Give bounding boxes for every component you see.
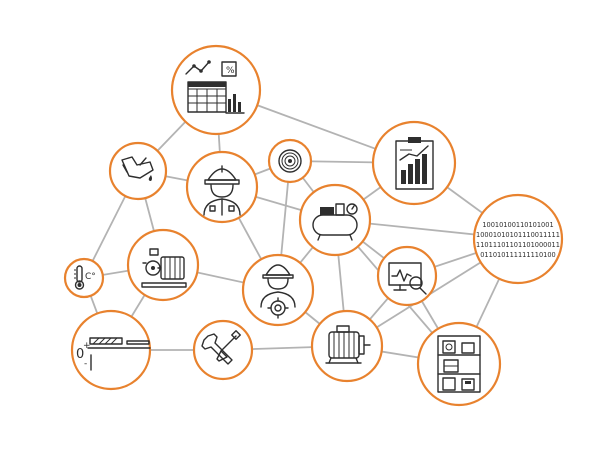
binary-line: 011010111111110100	[480, 251, 556, 259]
node-monitor	[376, 245, 438, 307]
node-sensor-dial	[267, 138, 313, 184]
node-temperature: C°	[63, 257, 105, 299]
node-engineer	[241, 253, 315, 327]
node-oil-can	[108, 141, 168, 201]
node-measurement: 0 + -	[70, 309, 152, 391]
node-binary-data: 10010100110101001 10001010101110011111 1…	[472, 193, 564, 285]
node-tools	[192, 319, 254, 381]
worker-helmet-icon	[203, 165, 241, 216]
node-worker	[185, 150, 259, 224]
measure-plus-label: +	[83, 341, 91, 351]
pump-motor-icon	[141, 248, 187, 288]
binary-line: 11011101101101000011	[476, 241, 560, 249]
dial-icon	[278, 149, 302, 173]
engineer-gear-icon	[260, 264, 296, 319]
thermometer-icon: C°	[74, 265, 96, 290]
binary-line: 10001010101110011111	[476, 231, 560, 239]
node-pump	[126, 228, 200, 302]
svg-text:%: %	[226, 66, 235, 76]
node-report-chart	[371, 120, 457, 206]
measure-minus-label: -	[84, 359, 87, 369]
temperature-unit: C°	[85, 272, 96, 282]
compressor-tank-icon	[312, 203, 358, 241]
measure-zero-label: 0	[76, 347, 84, 362]
calendar-analytics-icon: %	[185, 60, 245, 114]
storage-shelf-icon	[437, 335, 481, 393]
node-electric-motor	[310, 309, 384, 383]
measurement-gauge-icon: 0 + -	[76, 337, 151, 371]
binary-line: 10010100110101001	[482, 221, 553, 229]
node-air-compressor	[298, 183, 372, 257]
monitor-search-icon	[388, 262, 427, 295]
oil-can-icon	[121, 156, 154, 181]
wrench-screwdriver-icon	[201, 330, 241, 365]
report-chart-icon	[395, 137, 434, 190]
node-storage-rack	[416, 321, 502, 407]
electric-motor-icon	[325, 325, 371, 364]
binary-data-icon: 10010100110101001 10001010101110011111 1…	[476, 221, 560, 259]
node-analytics-dashboard: %	[170, 44, 262, 136]
